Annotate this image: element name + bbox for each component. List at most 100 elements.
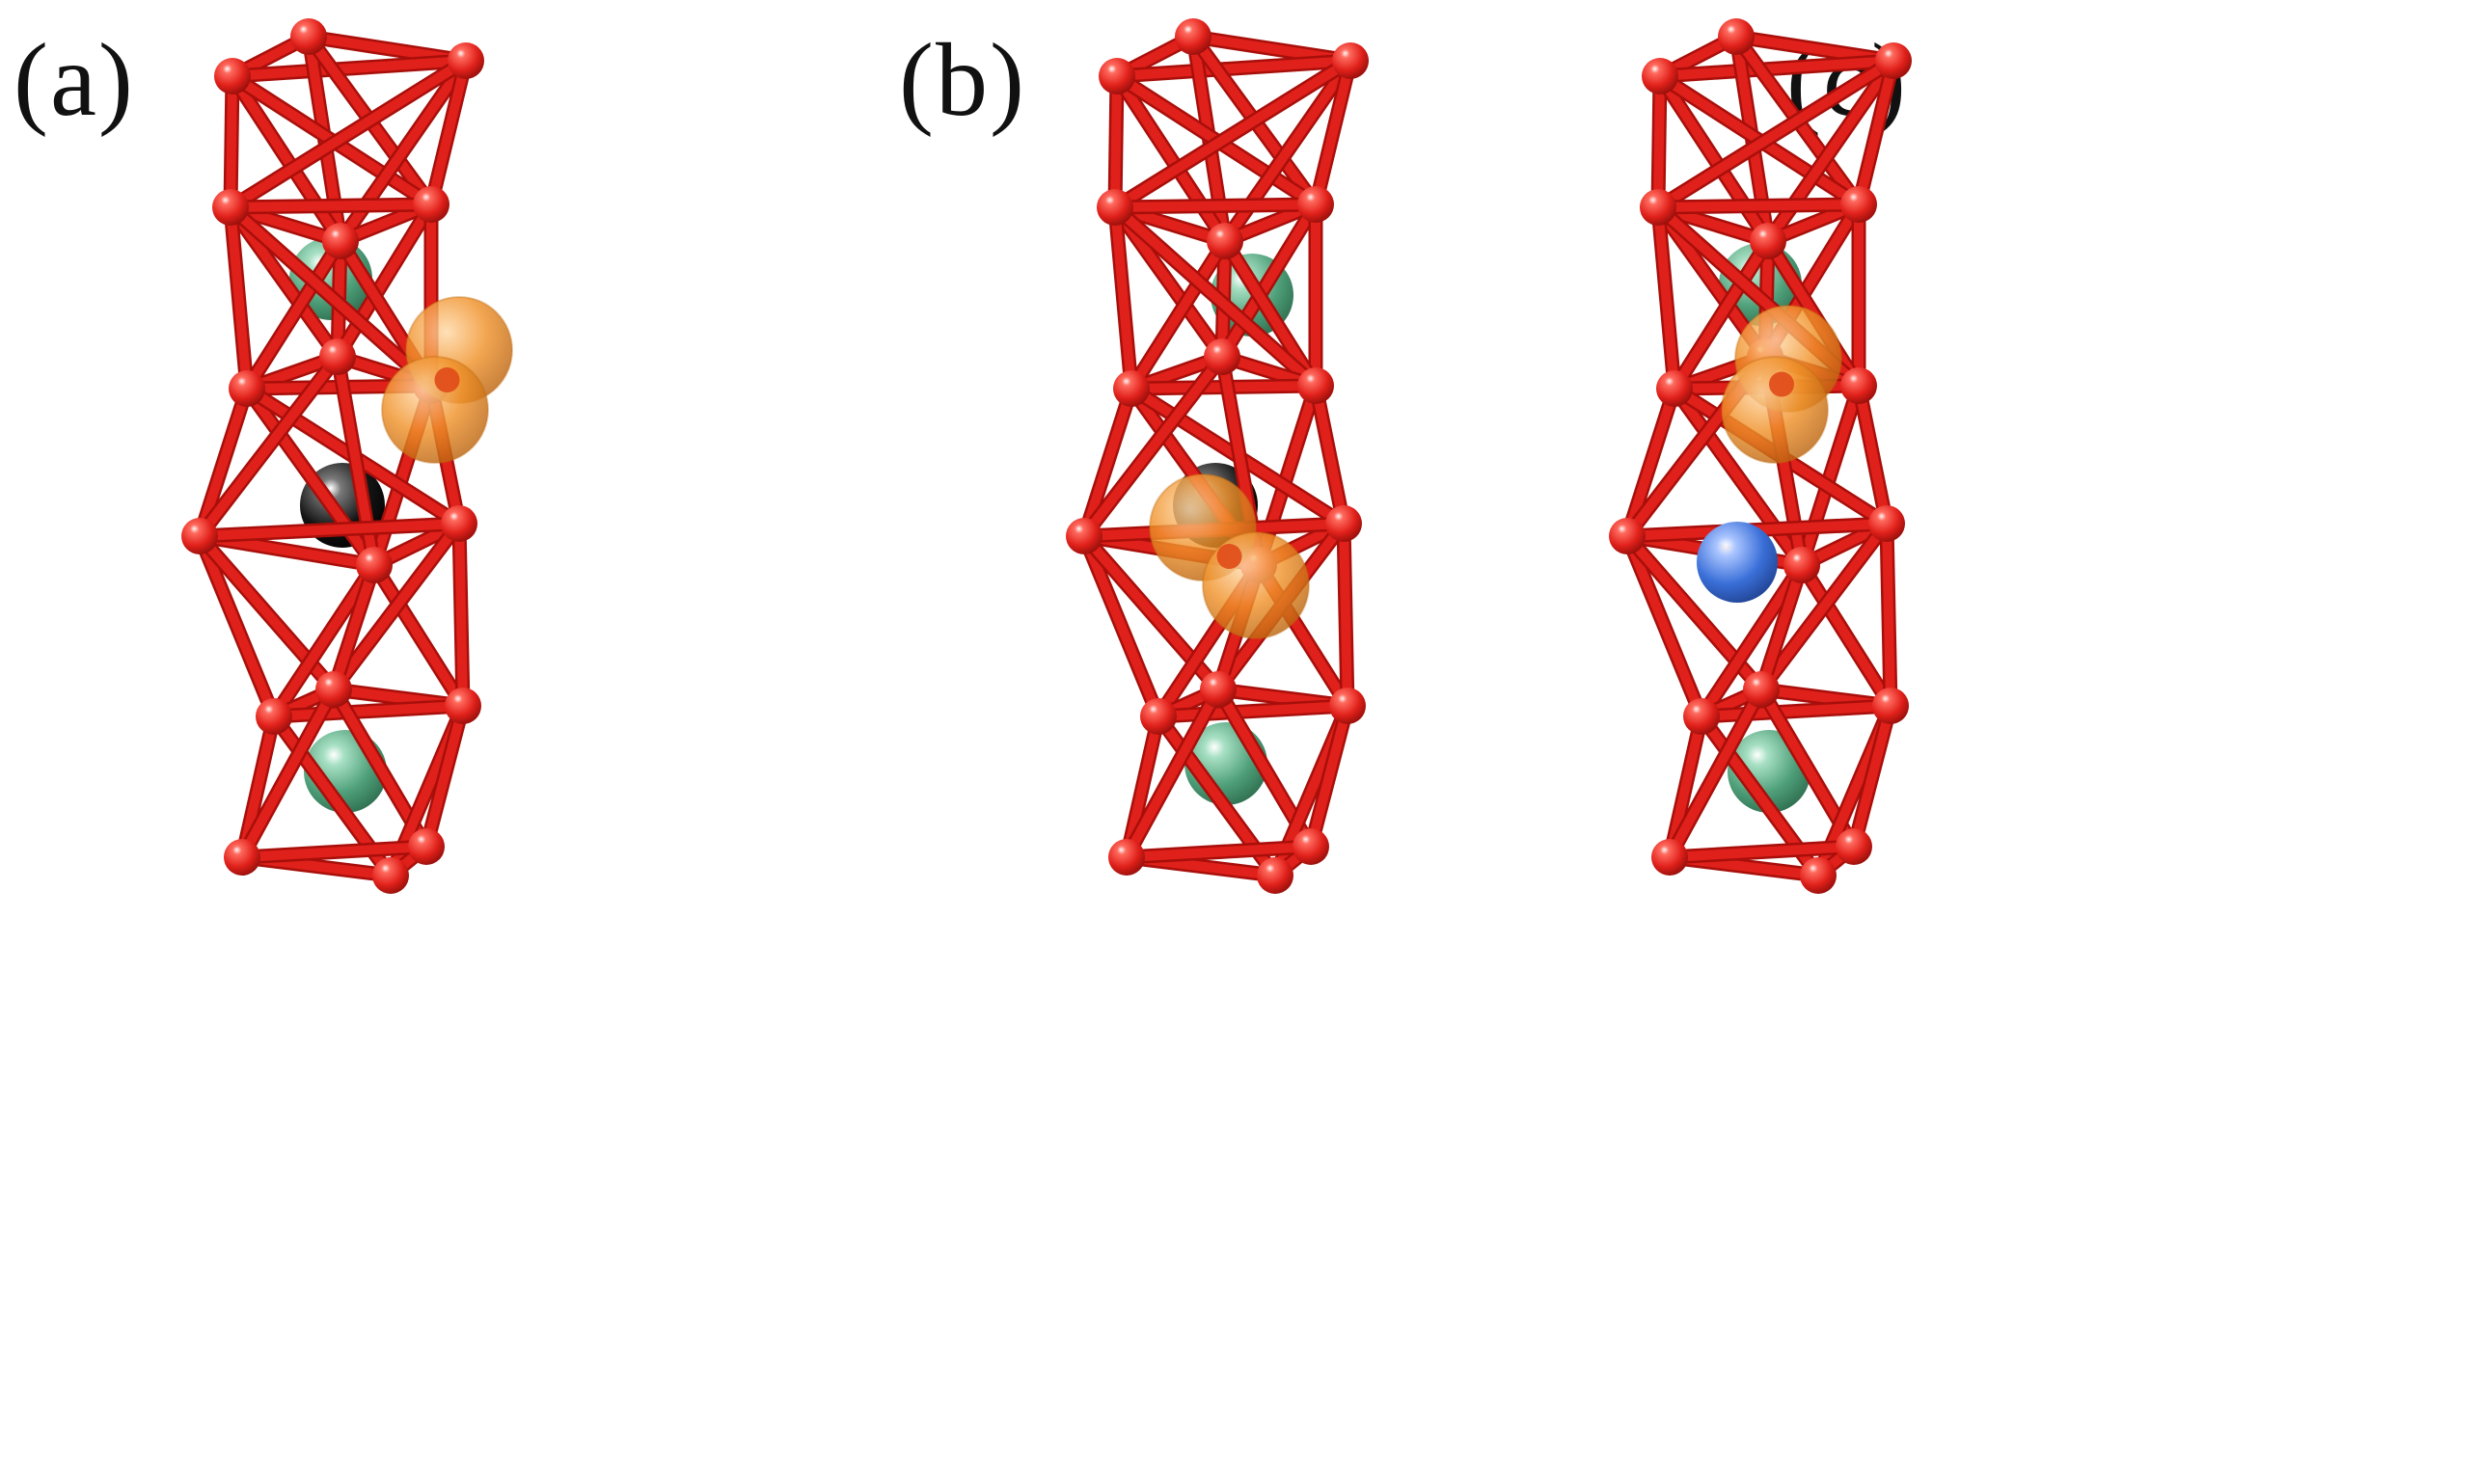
framework-atom xyxy=(1175,18,1211,55)
bond xyxy=(242,236,345,393)
bond xyxy=(333,200,436,362)
orange-atom xyxy=(1202,531,1310,639)
bond xyxy=(1127,236,1230,393)
framework-atom xyxy=(256,698,292,735)
bond xyxy=(226,200,436,212)
framework-atom xyxy=(1108,839,1145,876)
bond xyxy=(1653,71,1665,212)
framework-atom xyxy=(1875,42,1912,79)
framework-atom xyxy=(1743,671,1780,708)
framework-atom xyxy=(1329,688,1366,724)
framework-atom xyxy=(1293,828,1329,865)
bond xyxy=(1849,701,1895,851)
bond xyxy=(426,56,471,209)
framework-atom xyxy=(448,42,484,79)
bond xyxy=(1797,381,1864,570)
framework-atom xyxy=(1297,367,1334,404)
orange-pair-center xyxy=(1769,371,1794,397)
bond xyxy=(1653,56,1898,212)
bond xyxy=(1110,202,1320,391)
framework-atom xyxy=(1325,505,1362,542)
orange-atom xyxy=(1721,356,1829,464)
bond xyxy=(1110,200,1320,212)
framework-atom xyxy=(408,828,445,865)
bond xyxy=(1653,202,1679,393)
framework-atom xyxy=(1651,839,1688,876)
framework-atom xyxy=(212,189,249,226)
bond xyxy=(1756,560,1807,694)
structure-panel-a xyxy=(181,18,513,894)
framework-atom xyxy=(1140,698,1177,735)
framework-atom xyxy=(1840,186,1877,223)
framework-atom xyxy=(290,18,327,55)
framework-atom xyxy=(1872,688,1909,724)
bond xyxy=(422,701,468,851)
framework-atom xyxy=(181,518,218,554)
orange-atom xyxy=(381,356,489,464)
bond xyxy=(1220,236,1320,391)
framework-atom xyxy=(1099,58,1135,94)
framework-atom xyxy=(1718,18,1755,55)
orange-pair-center xyxy=(1216,544,1242,569)
bond xyxy=(1670,236,1773,393)
structure-panel-c xyxy=(1609,18,1912,894)
bond xyxy=(195,384,252,541)
bond xyxy=(195,352,342,541)
framework-atom xyxy=(1642,58,1678,94)
bond xyxy=(1079,531,1163,721)
framework-atom xyxy=(1783,547,1820,583)
bond xyxy=(1112,71,1230,246)
framework-atom xyxy=(441,505,477,542)
panel-label-b: (b) xyxy=(899,23,1026,138)
bond xyxy=(1306,701,1352,851)
bond xyxy=(1154,701,1352,721)
panel-label-a: (a) xyxy=(14,23,135,138)
framework-atom xyxy=(1066,518,1102,554)
framework-atom xyxy=(1257,857,1293,894)
framework-atom xyxy=(1868,505,1905,542)
bond xyxy=(1622,384,1679,541)
framework-atom xyxy=(372,857,409,894)
framework-atom xyxy=(1640,189,1676,226)
bond xyxy=(237,685,339,862)
framework-atom xyxy=(356,547,393,583)
framework-atom xyxy=(1609,518,1646,554)
framework-atom xyxy=(1297,186,1334,223)
bond xyxy=(1110,71,1122,212)
bond xyxy=(237,842,431,862)
bond xyxy=(1311,56,1355,209)
bond xyxy=(1655,71,1773,246)
framework-atom xyxy=(315,671,352,708)
framework-atom xyxy=(214,58,251,94)
bond xyxy=(1112,56,1355,81)
bond xyxy=(1110,202,1136,393)
framework-atom xyxy=(1800,857,1837,894)
framework-atom xyxy=(1683,698,1720,735)
framework-atom xyxy=(224,839,260,876)
bond xyxy=(1079,384,1136,541)
framework-atom xyxy=(1204,338,1240,375)
bond xyxy=(1339,519,1352,711)
bond xyxy=(1854,381,1892,528)
orange-pair-center xyxy=(434,367,460,392)
structure-panel-b xyxy=(1066,18,1369,894)
framework-atom xyxy=(1097,189,1133,226)
bond xyxy=(269,560,379,721)
bond xyxy=(1122,842,1316,862)
bond xyxy=(228,71,345,246)
bond xyxy=(329,560,379,694)
framework-atom xyxy=(413,186,449,223)
framework-atom xyxy=(1656,370,1693,407)
framework-atom xyxy=(1113,370,1150,407)
framework-atom xyxy=(229,370,265,407)
bond xyxy=(1653,200,1864,212)
bond xyxy=(269,701,468,721)
bond xyxy=(1665,685,1766,862)
bond xyxy=(1655,56,1898,81)
bond xyxy=(1622,531,1706,721)
framework-atom xyxy=(1750,223,1786,259)
bond xyxy=(1697,560,1807,721)
framework-atom xyxy=(1840,367,1877,404)
